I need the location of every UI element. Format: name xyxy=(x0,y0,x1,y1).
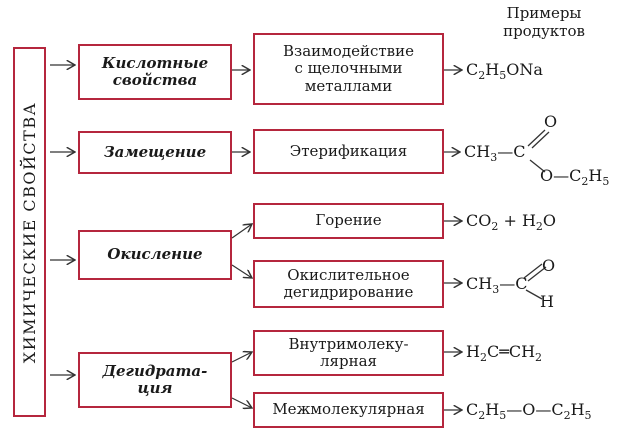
product-acetaldehyde-o: O xyxy=(542,256,556,275)
category-substitution: Замещение xyxy=(78,131,232,174)
reaction-alkali-metals: Взаимодействие с щелочными металлами xyxy=(253,33,444,105)
products-header: Примеры продуктов xyxy=(503,4,585,40)
product-ethylene: H2C═CH2 xyxy=(466,342,543,365)
product-ethyl-acetate-carbonyl-o: O xyxy=(544,112,558,131)
product-ethyl-acetate: CH3—C xyxy=(464,142,526,165)
product-acetaldehyde-h: H xyxy=(540,292,554,311)
root-box: ХИМИЧЕСКИЕ СВОЙСТВА xyxy=(13,47,46,417)
bond-ald-co-2 xyxy=(527,266,547,282)
bond-ester-co-1 xyxy=(527,129,546,147)
arrow-oxid-burn xyxy=(231,224,252,239)
reaction-combustion: Горение xyxy=(253,203,444,239)
product-acetaldehyde: CH3—C xyxy=(466,274,528,297)
bond-ester-co-single xyxy=(529,159,546,173)
product-combustion: CO2 + H2O xyxy=(466,211,557,234)
bond-ald-ch xyxy=(525,289,543,300)
reaction-oxidative-dehydrogenation: Окислительное дегидрирование xyxy=(253,260,444,308)
reaction-intermolecular: Межмолекулярная xyxy=(253,392,444,428)
category-oxidation: Окисление xyxy=(78,230,232,280)
bond-ald-co-1 xyxy=(523,263,543,279)
reaction-esterification: Этерификация xyxy=(253,129,444,174)
category-dehydration: Дегидрата- ция xyxy=(78,352,232,408)
bond-ester-co-2 xyxy=(531,131,550,149)
root-label: ХИМИЧЕСКИЕ СВОЙСТВА xyxy=(20,101,39,363)
product-ethyl-acetate-ether: O—C2H5 xyxy=(540,166,610,189)
product-sodium-ethoxide: C2H5ONa xyxy=(466,60,543,83)
arrow-dehyd-inter xyxy=(231,397,252,408)
reaction-intramolecular: Внутримолеку- лярная xyxy=(253,330,444,376)
product-diethyl-ether: C2H5—O—C2H5 xyxy=(466,400,592,423)
arrow-oxid-oxdehyd xyxy=(231,264,252,278)
arrow-dehyd-intra xyxy=(231,352,252,363)
category-acid: Кислотные свойства xyxy=(78,44,232,100)
